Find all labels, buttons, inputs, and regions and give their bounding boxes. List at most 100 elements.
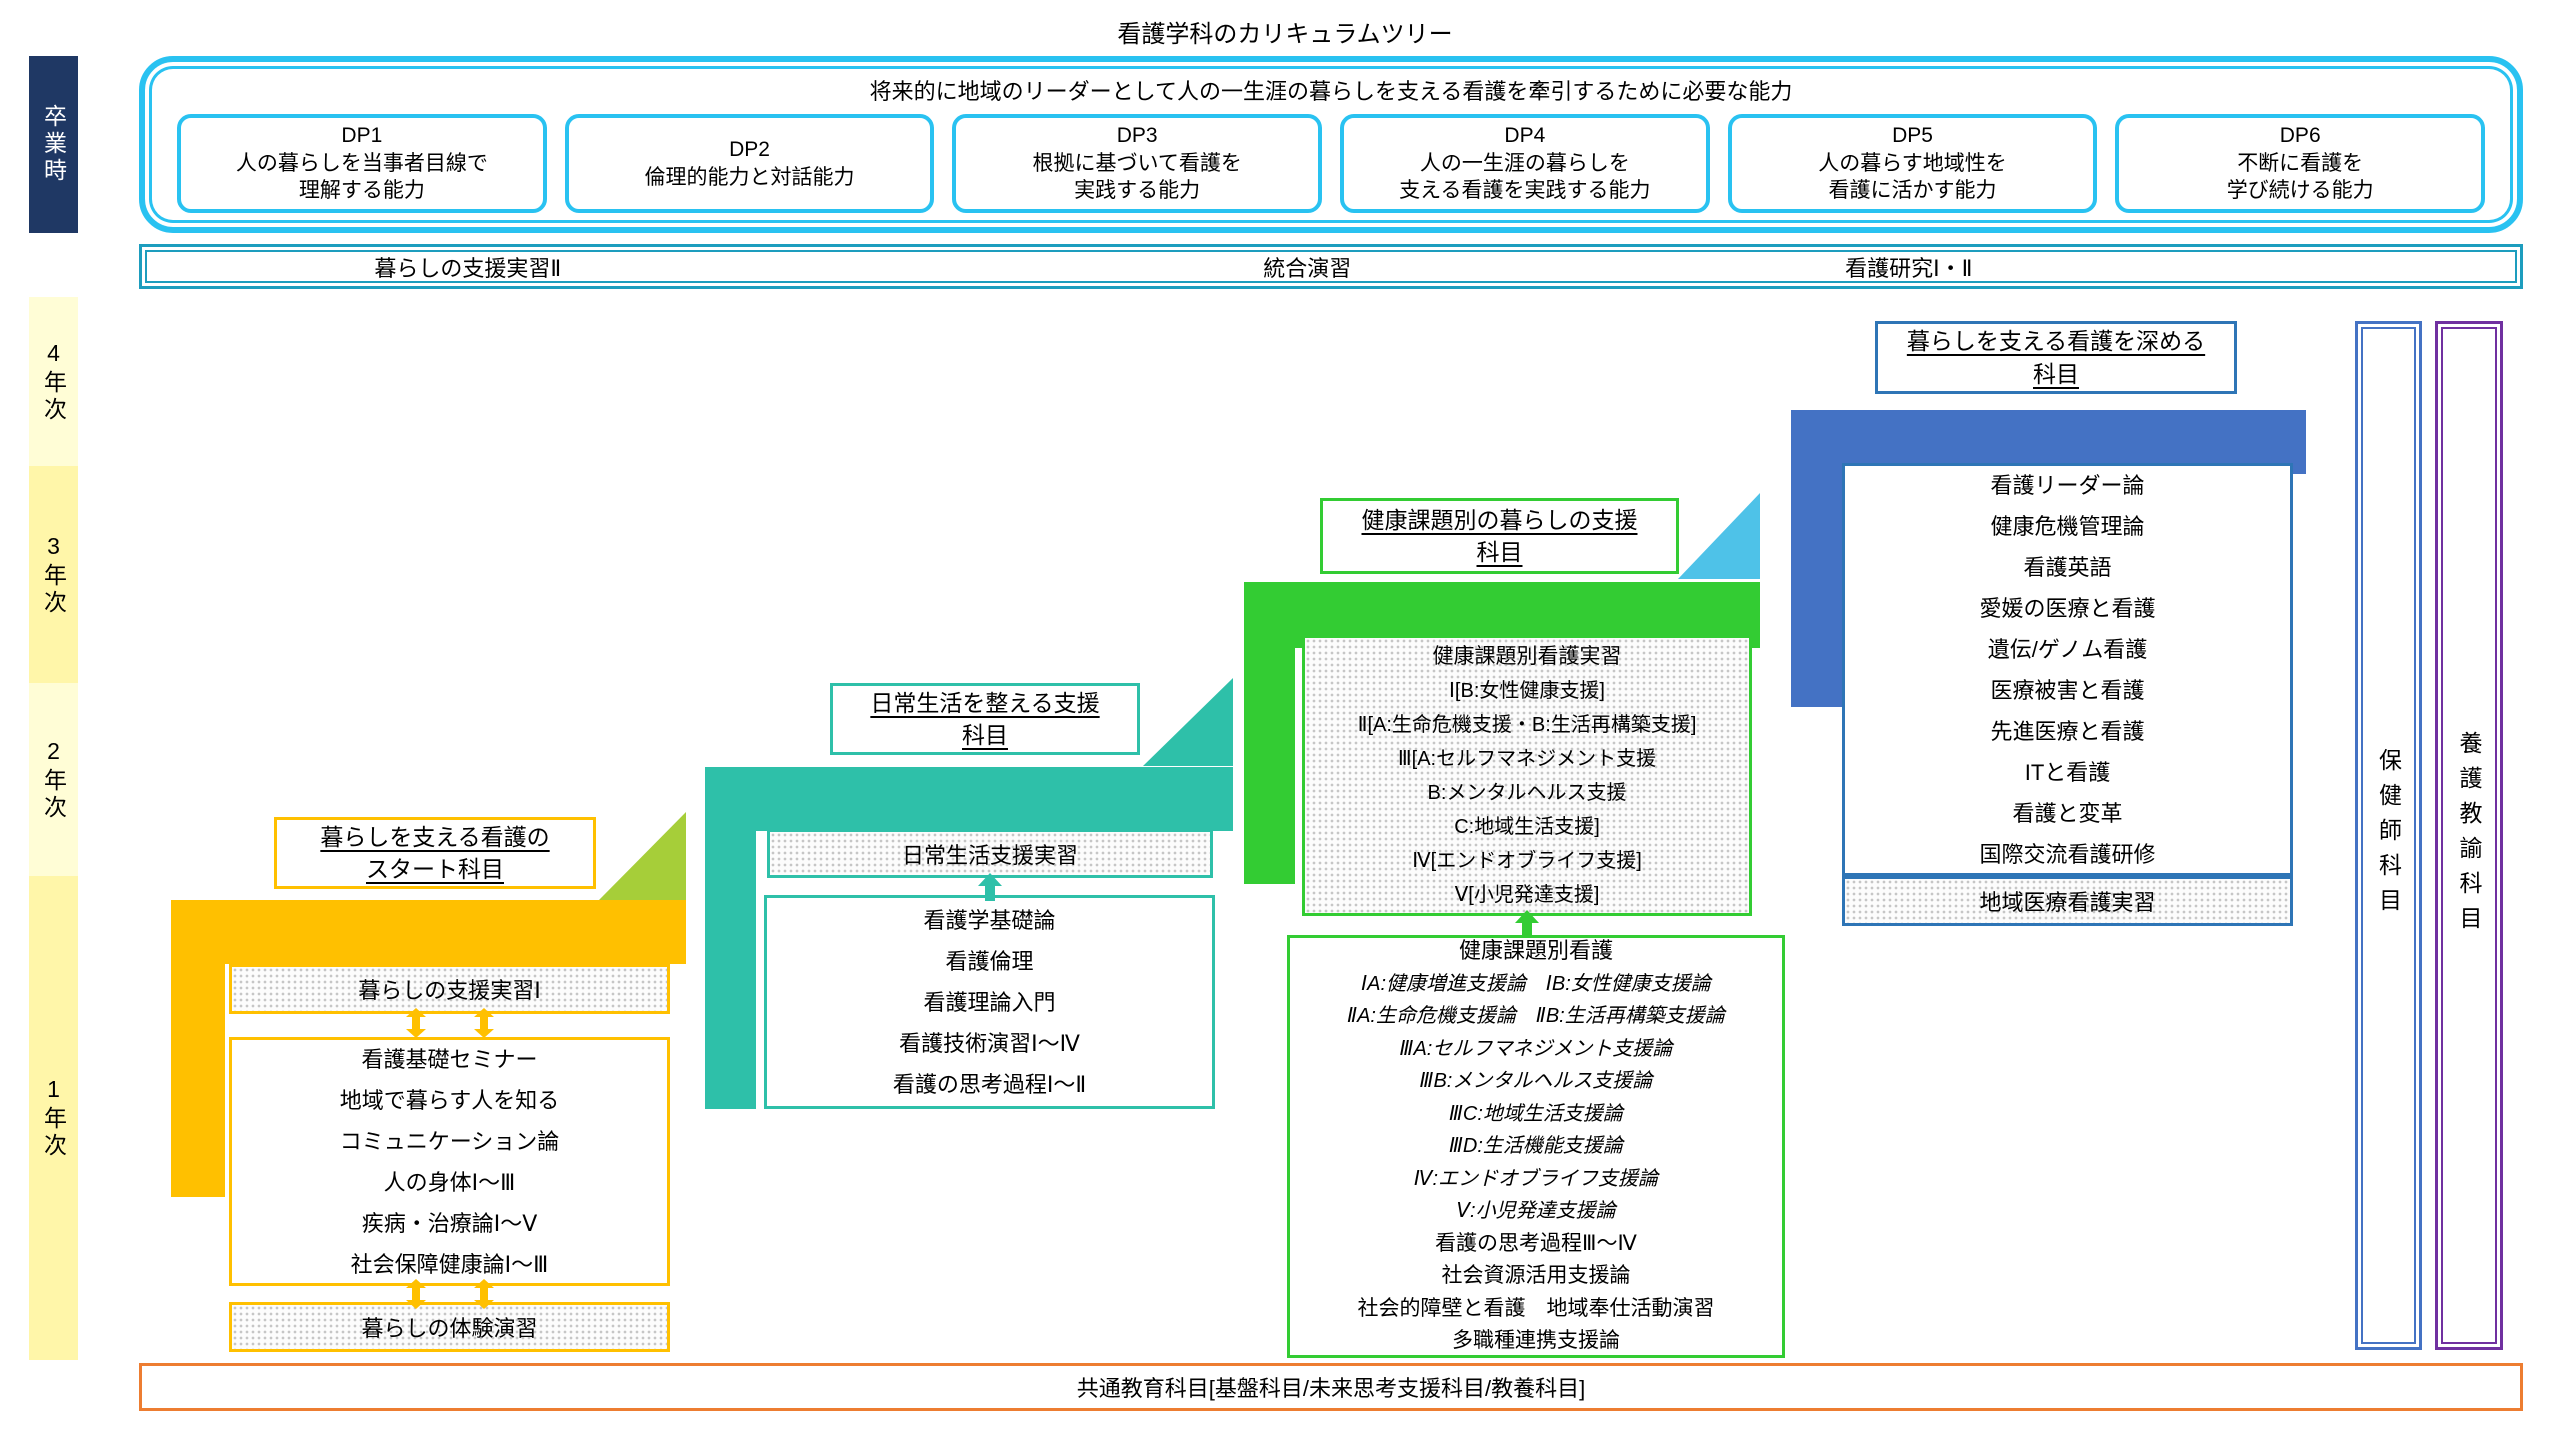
course-line: 看護の思考過程Ⅲ〜Ⅳ bbox=[1435, 1231, 1637, 1255]
course-line: 医療被害と看護 bbox=[1990, 677, 2145, 703]
teal-link-arrow bbox=[978, 873, 1002, 901]
course-line: 看護英語 bbox=[2023, 554, 2112, 580]
double-arrow-icon bbox=[405, 1008, 426, 1038]
dp-code: DP3 bbox=[1116, 123, 1158, 147]
senior-band-item: 統合演習 bbox=[1263, 255, 1352, 281]
course-line: 看護と変革 bbox=[2012, 800, 2123, 826]
dp-desc: 倫理的能力と対話能力 bbox=[644, 165, 855, 189]
stage-label-year3: 3年次 bbox=[29, 466, 78, 683]
dp-code: DP4 bbox=[1504, 123, 1546, 147]
course-line: Ⅳ:エンドオブライフ支援論 bbox=[1413, 1167, 1658, 1190]
step-transition-triangle bbox=[599, 812, 686, 900]
green-link-arrow bbox=[1515, 910, 1539, 938]
column-label: 養護教諭科目 bbox=[2456, 730, 2482, 941]
course-line: 看護基礎セミナー bbox=[361, 1046, 538, 1072]
practicum-line: C:地域生活支援] bbox=[1454, 815, 1600, 838]
common-education-bar: 共通教育科目[基盤科目/未来思考支援科目/教養科目] bbox=[139, 1363, 2523, 1411]
practicum-line: Ⅴ[小児発達支援] bbox=[1454, 883, 1600, 906]
double-arrow-icon bbox=[405, 1279, 426, 1309]
practicum-title: 健康課題別看護実習 bbox=[1432, 644, 1622, 668]
course-line: ITと看護 bbox=[2024, 759, 2111, 785]
practicum-line: Ⅲ[A:セルフマネジメント支援 bbox=[1397, 747, 1657, 770]
stage-label-text: 2年次 bbox=[40, 737, 67, 822]
orange-course-box: 看護基礎セミナー 地域で暮らす人を知る コミュニケーション論 人の身体Ⅰ〜Ⅲ 疾… bbox=[229, 1037, 670, 1286]
green-practicum-box: 健康課題別看護実習 Ⅰ[B:女性健康支援] Ⅱ[A:生命危機支援・B:生活再構築… bbox=[1302, 635, 1752, 916]
orange-link-arrows-bottom bbox=[229, 1279, 670, 1309]
teal-step-band-vertical bbox=[705, 767, 756, 1109]
stage-label-graduation: 卒業時 bbox=[29, 56, 78, 233]
blue-practicum-box: 地域医療看護実習 bbox=[1842, 876, 2293, 926]
course-line: 愛媛の医療と看護 bbox=[1979, 595, 2156, 621]
teal-course-box: 看護学基礎論 看護倫理 看護理論入門 看護技術演習Ⅰ〜Ⅳ 看護の思考過程Ⅰ〜Ⅱ bbox=[764, 895, 1215, 1109]
dp-box-6: DP6 不断に看護を 学び続ける能力 bbox=[2115, 114, 2486, 213]
course-line: 看護学基礎論 bbox=[923, 907, 1056, 933]
dp-section-header: 将来的に地域のリーダーとして人の一生涯の暮らしを支える看護を牽引するために必要な… bbox=[869, 79, 1793, 104]
course-line: ⅢD:生活機能支援論 bbox=[1449, 1135, 1623, 1158]
green-step-heading: 健康課題別の暮らしの支援 科目 bbox=[1320, 498, 1679, 574]
course-line: 看護倫理 bbox=[945, 948, 1034, 974]
course-line: 看護技術演習Ⅰ〜Ⅳ bbox=[899, 1030, 1080, 1056]
course-line: ⅠA:健康増進支援論 ⅠB:女性健康支援論 bbox=[1361, 972, 1711, 995]
orange-practicum-bottom-box: 暮らしの体験演習 bbox=[229, 1302, 670, 1352]
course-line: 国際交流看護研修 bbox=[1979, 841, 2156, 867]
practicum-label: 暮らしの支援実習Ⅰ bbox=[358, 978, 541, 1003]
stage-label-year4: 4年次 bbox=[29, 297, 78, 466]
column-label: 保健師科目 bbox=[2375, 748, 2402, 923]
course-line: ⅢC:地域生活支援論 bbox=[1449, 1102, 1623, 1125]
course-line: 社会的障壁と看護 地域奉仕活動演習 bbox=[1357, 1296, 1715, 1320]
course-line: コミュニケーション論 bbox=[339, 1128, 560, 1154]
dp-section: 将来的に地域のリーダーとして人の一生涯の暮らしを支える看護を牽引するために必要な… bbox=[139, 56, 2523, 233]
column-public-health-nurse: 保健師科目 bbox=[2355, 321, 2422, 1350]
practicum-label: 地域医療看護実習 bbox=[1979, 890, 2156, 915]
course-box-title: 健康課題別看護 bbox=[1458, 938, 1613, 964]
dp-desc: 人の暮らしを当事者目線で 理解する能力 bbox=[235, 151, 488, 203]
blue-course-box: 看護リーダー論 健康危機管理論 看護英語 愛媛の医療と看護 遺伝/ゲノム看護 医… bbox=[1842, 463, 2293, 876]
practicum-line: Ⅰ[B:女性健康支援] bbox=[1449, 679, 1605, 702]
up-arrow-icon bbox=[1515, 910, 1539, 938]
step-transition-triangle bbox=[1678, 493, 1760, 579]
dp-code: DP2 bbox=[729, 137, 770, 161]
up-arrow-icon bbox=[978, 873, 1002, 901]
stage-label-year2: 2年次 bbox=[29, 683, 78, 876]
green-step-band-vertical bbox=[1244, 582, 1295, 884]
practicum-label: 暮らしの体験演習 bbox=[361, 1316, 538, 1341]
orange-step-band-horizontal bbox=[171, 900, 686, 964]
orange-link-arrows-top bbox=[229, 1008, 670, 1038]
blue-step-band-vertical bbox=[1791, 410, 1842, 707]
course-line: ⅢB:メンタルヘルス支援論 bbox=[1419, 1070, 1653, 1093]
teal-step-heading: 日常生活を整える支援 科目 bbox=[830, 683, 1140, 755]
dp-desc: 不断に看護を 学び続ける能力 bbox=[2226, 151, 2374, 203]
course-line: 健康危機管理論 bbox=[1990, 513, 2145, 539]
dp-code: DP6 bbox=[2279, 123, 2321, 147]
course-line: ⅢA:セルフマネジメント支援論 bbox=[1399, 1037, 1673, 1060]
course-line: 遺伝/ゲノム看護 bbox=[1987, 636, 2148, 662]
teal-practicum-box: 日常生活支援実習 bbox=[767, 829, 1213, 878]
senior-band-item: 看護研究Ⅰ・Ⅱ bbox=[1845, 255, 1973, 281]
practicum-line: Ⅱ[A:生命危機支援・B:生活再構築支援] bbox=[1357, 713, 1697, 736]
dp-box-4: DP4 人の一生涯の暮らしを 支える看護を実践する能力 bbox=[1340, 114, 1710, 213]
dp-desc: 人の暮らす地域性を 看護に活かす能力 bbox=[1818, 151, 2007, 203]
dp-box-1: DP1 人の暮らしを当事者目線で 理解する能力 bbox=[177, 114, 547, 213]
stage-label-text: 3年次 bbox=[40, 532, 67, 617]
orange-step-heading: 暮らしを支える看護の スタート科目 bbox=[274, 817, 596, 889]
course-line: 地域で暮らす人を知る bbox=[339, 1087, 560, 1113]
dp-box-5: DP5 人の暮らす地域性を 看護に活かす能力 bbox=[1727, 114, 2098, 213]
dp-desc: 根拠に基づいて看護を 実践する能力 bbox=[1032, 151, 1242, 203]
orange-step-band-vertical bbox=[171, 900, 225, 1197]
dp-box-2: DP2 倫理的能力と対話能力 bbox=[564, 114, 935, 213]
page-title: 看護学科のカリキュラムツリー bbox=[1117, 21, 1453, 48]
stage-label-text: 4年次 bbox=[40, 339, 67, 424]
course-line: Ⅴ:小児発達支援論 bbox=[1456, 1200, 1616, 1223]
practicum-line: Ⅳ[エンドオブライフ支援] bbox=[1412, 849, 1642, 872]
course-line: 看護理論入門 bbox=[923, 989, 1056, 1015]
dp-code: DP5 bbox=[1892, 123, 1933, 147]
course-line: 人の身体Ⅰ〜Ⅲ bbox=[383, 1169, 516, 1195]
green-course-box: 健康課題別看護 ⅠA:健康増進支援論 ⅠB:女性健康支援論 ⅡA:生命危機支援論… bbox=[1287, 935, 1785, 1358]
dp-code: DP1 bbox=[341, 123, 383, 147]
stage-label-year1: 1年次 bbox=[29, 876, 78, 1360]
practicum-label: 日常生活支援実習 bbox=[901, 842, 1078, 868]
dp-desc: 人の一生涯の暮らしを 支える看護を実践する能力 bbox=[1399, 151, 1651, 203]
course-line: 社会資源活用支援論 bbox=[1441, 1264, 1631, 1288]
course-line: 先進医療と看護 bbox=[1990, 718, 2145, 744]
